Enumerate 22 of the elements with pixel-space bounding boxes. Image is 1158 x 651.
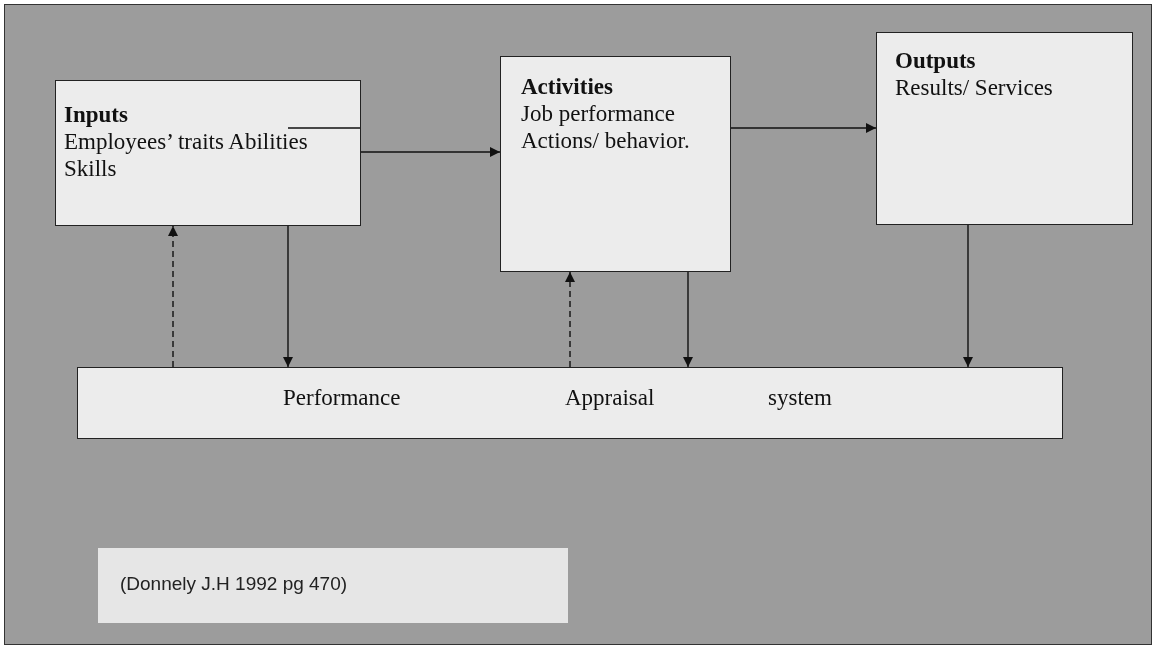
dashed-arrow xyxy=(168,225,178,368)
box-text: Results/ Services xyxy=(895,74,1054,101)
arrow xyxy=(683,271,693,368)
bar-label: Performance xyxy=(283,384,401,411)
box-heading: Activities xyxy=(521,73,614,100)
citation-box xyxy=(98,548,568,623)
arrow xyxy=(963,224,973,368)
citation-text: (Donnely J.H 1992 pg 470) xyxy=(120,572,349,596)
process-box xyxy=(55,80,361,226)
bar-label: system xyxy=(768,384,832,411)
system-bar xyxy=(77,367,1063,439)
box-heading: Outputs xyxy=(895,47,977,74)
arrow xyxy=(360,147,501,157)
box-text: Employees’ traits Abilities Skills xyxy=(64,128,309,182)
bar-label: Appraisal xyxy=(565,384,655,411)
arrow xyxy=(283,225,293,368)
box-heading: Inputs xyxy=(64,101,129,128)
process-box xyxy=(500,56,731,272)
process-box xyxy=(876,32,1133,225)
dashed-arrow xyxy=(565,271,575,368)
box-text: Job performance Actions/ behavior. xyxy=(521,100,691,154)
arrow xyxy=(730,123,877,133)
